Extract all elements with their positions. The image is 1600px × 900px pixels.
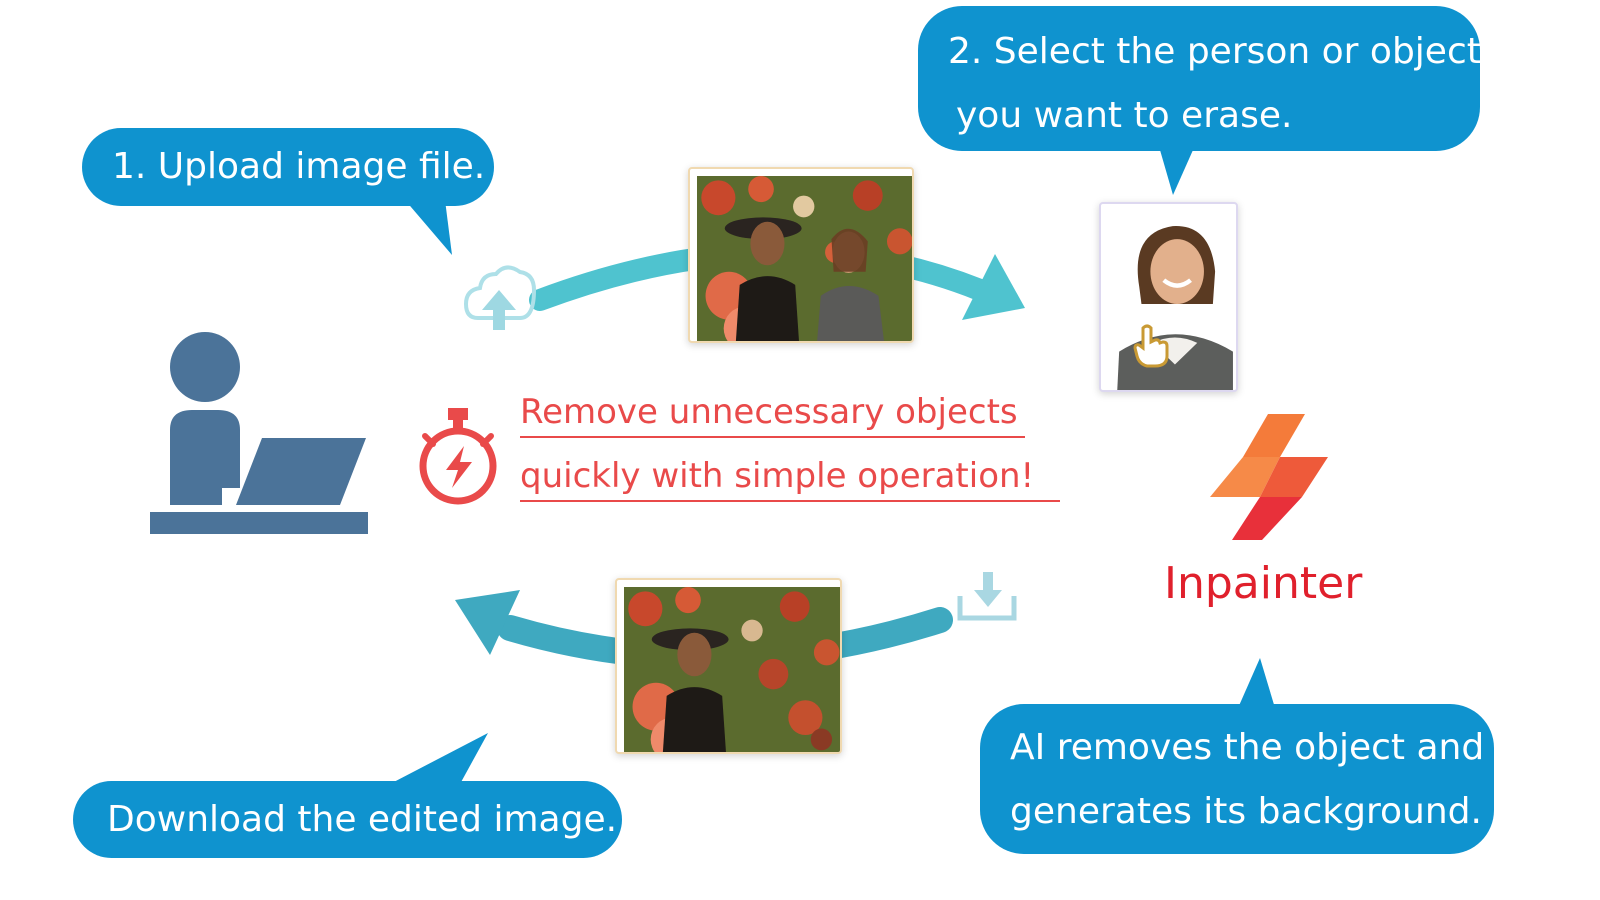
bubble-tail-download xyxy=(390,733,488,784)
edited-photo-man xyxy=(615,578,842,754)
arrow-head-bottom xyxy=(455,590,520,655)
bubble-ai-line-1: AI removes the object and xyxy=(1010,727,1485,768)
bubble-ai-line-2: generates its background. xyxy=(1010,791,1482,832)
bubble-tail-ai xyxy=(1238,658,1275,708)
bubble-download-text: Download the edited image. xyxy=(107,799,618,840)
bubble-select: 2. Select the person or object you want … xyxy=(918,6,1481,151)
bubble-tail-select xyxy=(1160,150,1193,195)
original-photo-couple xyxy=(688,167,914,343)
arrow-head-top xyxy=(962,254,1025,320)
bubble-upload: 1. Upload image file. xyxy=(82,128,494,206)
bubble-upload-text: 1. Upload image file. xyxy=(112,146,486,187)
bubble-select-line-2: you want to erase. xyxy=(956,95,1293,136)
bubble-download: Download the edited image. xyxy=(73,781,622,858)
hand-pointer-icon xyxy=(1133,324,1169,368)
bubble-select-line-1: 2. Select the person or object xyxy=(948,31,1481,72)
selected-person-photo xyxy=(1099,202,1238,392)
tagline-line-1: Remove unnecessary objects xyxy=(520,392,1025,438)
tagline-line-2: quickly with simple operation! xyxy=(520,456,1060,502)
bubble-tail-upload xyxy=(405,200,452,255)
brand-name: Inpainter xyxy=(1164,558,1363,609)
bubble-ai: AI removes the object and generates its … xyxy=(980,704,1494,854)
